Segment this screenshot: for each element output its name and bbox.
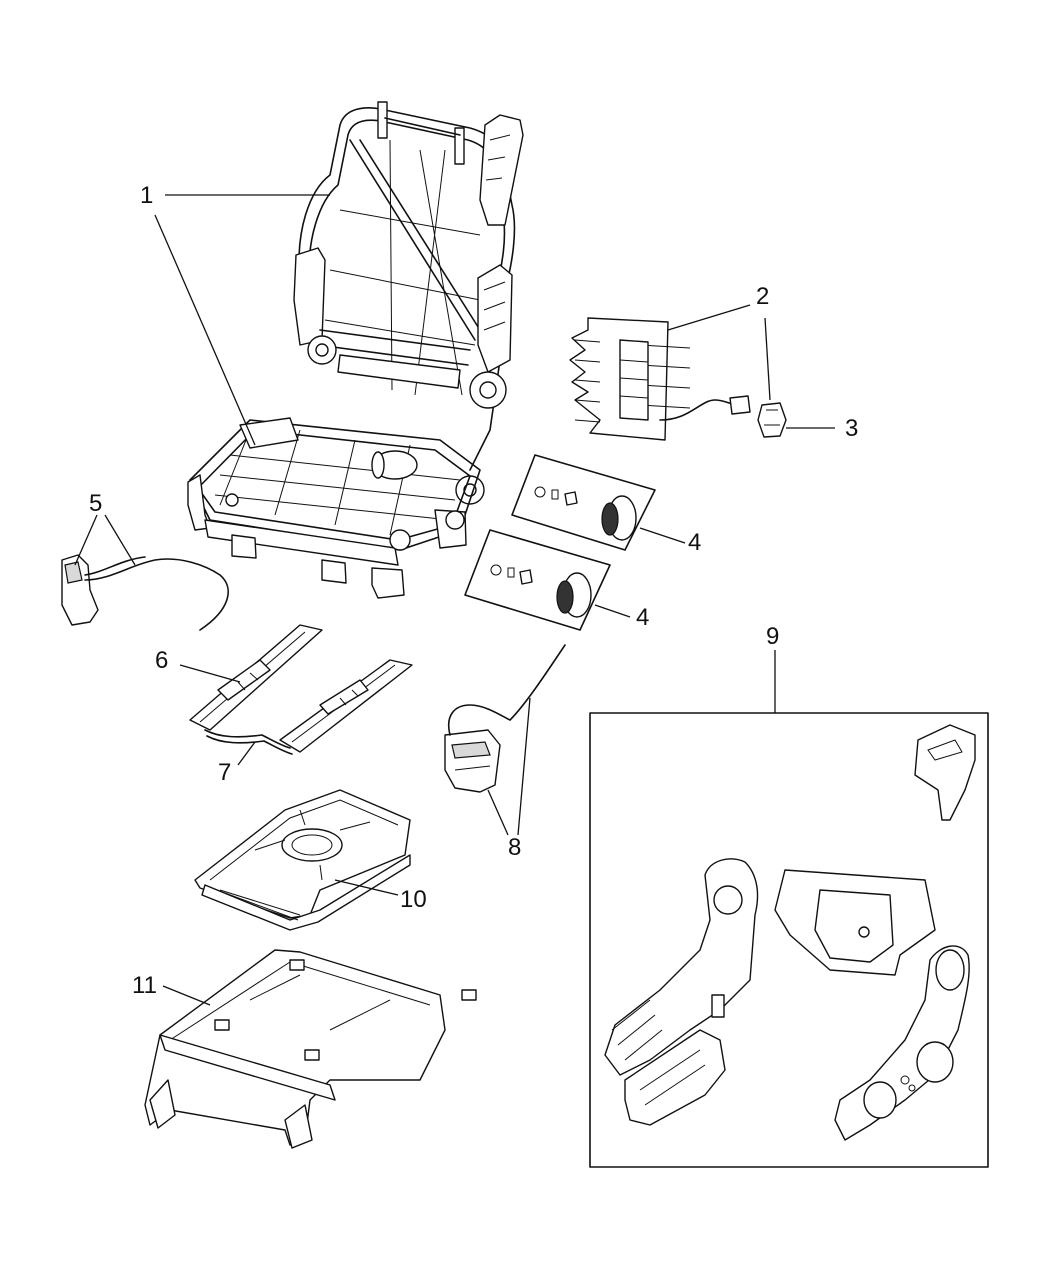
callout-4-lower: 4 [636, 604, 649, 631]
callout-9: 9 [766, 623, 779, 650]
leader-8b [517, 697, 531, 836]
leader-2a [667, 304, 751, 331]
leader-lines [74, 194, 835, 1006]
leader-4a [639, 527, 686, 544]
recliner-knob-kit-lower-part[interactable] [464, 529, 611, 631]
seat-track-assembly-part[interactable] [189, 624, 413, 753]
power-switch-harness-part[interactable] [444, 644, 566, 793]
callout-1: 1 [140, 182, 153, 209]
swivel-plate-part[interactable] [194, 789, 411, 931]
lumbar-support-mat-part[interactable] [569, 317, 751, 441]
seat-switch-harness-part[interactable] [61, 554, 229, 631]
leader-5a [74, 514, 98, 566]
lumbar-knob-part[interactable] [757, 402, 787, 438]
callout-labels: 1 2 3 4 4 5 6 7 8 9 10 11 [89, 182, 858, 999]
callout-11: 11 [132, 972, 157, 999]
seat-frame-part[interactable] [187, 101, 524, 599]
seat-riser-part[interactable] [144, 949, 477, 1149]
leader-11 [162, 985, 211, 1006]
callout-4-upper: 4 [688, 529, 701, 556]
leader-8a [487, 789, 509, 836]
callout-6: 6 [155, 647, 168, 674]
callout-2: 2 [756, 283, 769, 310]
trim-panels-kit-part[interactable] [589, 712, 989, 1168]
callout-8: 8 [508, 834, 521, 861]
callout-5: 5 [89, 490, 102, 517]
leader-1b [154, 214, 256, 446]
callout-10: 10 [400, 886, 427, 913]
leader-4b [594, 604, 631, 618]
leader-7 [237, 741, 256, 766]
callout-7: 7 [218, 759, 231, 786]
leader-2b [764, 317, 771, 401]
recliner-knob-kit-upper-part[interactable] [511, 454, 656, 551]
leader-10 [334, 879, 399, 896]
leader-5b [104, 514, 136, 566]
callout-3: 3 [845, 415, 858, 442]
track-towel-bar-part[interactable] [204, 729, 293, 755]
leader-6 [179, 664, 241, 683]
